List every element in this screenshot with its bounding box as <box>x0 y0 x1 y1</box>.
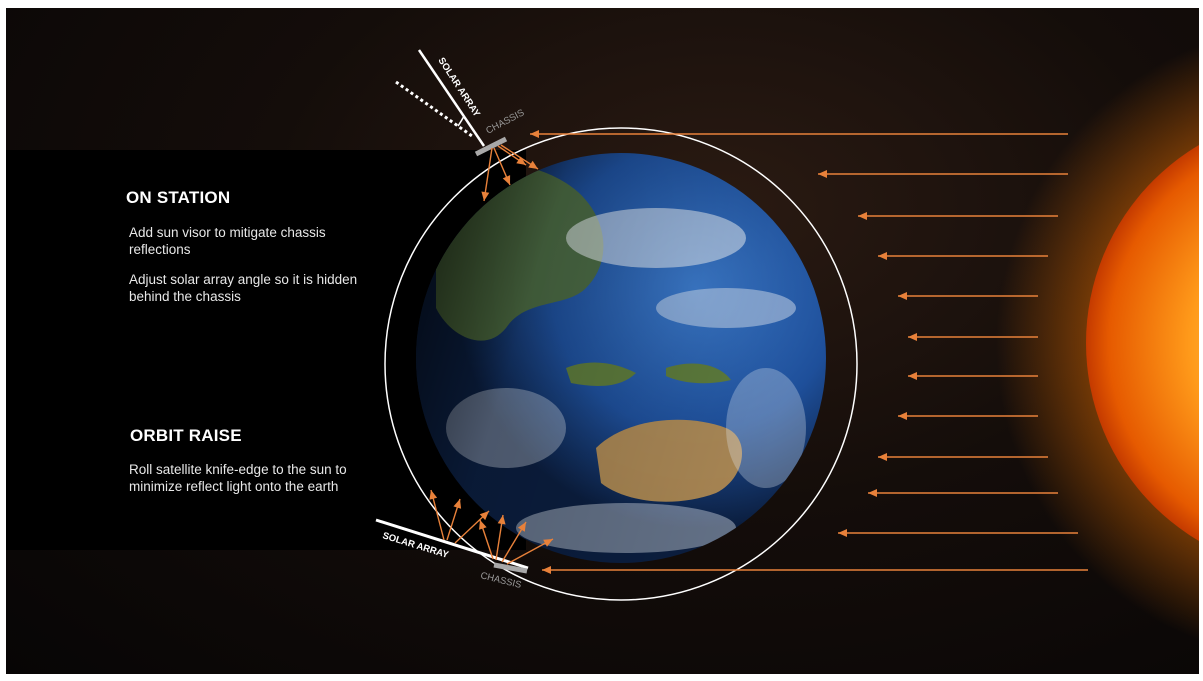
on-station-item-2: Adjust solar array angle so it is hidden… <box>129 272 358 304</box>
reflection-arrow-7 <box>454 510 490 544</box>
sun-ray-arrow-8 <box>898 412 1038 420</box>
reflection-arrows <box>429 144 554 565</box>
top-chassis-body <box>474 136 508 157</box>
sun-ray-arrow-11 <box>838 529 1078 537</box>
sun-ray-arrow-10 <box>868 489 1058 497</box>
reflection-arrow-10 <box>501 521 527 563</box>
earth <box>416 153 826 563</box>
diagram-canvas: SOLAR ARRAY CHASSIS SOLAR ARRAY CHASSIS … <box>6 8 1199 674</box>
sun-ray-arrow-5 <box>898 292 1038 300</box>
reflection-arrow-8 <box>479 519 494 560</box>
bottom-chassis-label: CHASSIS <box>479 570 522 591</box>
orbit-ring <box>384 127 858 601</box>
reflection-arrow-5 <box>429 489 445 541</box>
sun-ray-arrow-1 <box>530 130 1068 138</box>
orbit-raise-item-1: Roll satellite knife-edge to the sun to … <box>129 462 347 494</box>
sun-ray-arrow-12 <box>542 566 1088 574</box>
top-chassis-label: CHASSIS <box>484 107 526 136</box>
reflection-arrow-9 <box>495 514 506 561</box>
diagram-svg: SOLAR ARRAY CHASSIS SOLAR ARRAY CHASSIS <box>6 45 1199 641</box>
sun-ray-arrow-3 <box>858 212 1058 220</box>
sun-ray-arrow-2 <box>818 170 1068 178</box>
sun <box>1086 145 1199 541</box>
sun-ray-arrow-4 <box>878 252 1048 260</box>
top-solar-array-panel <box>417 49 486 147</box>
sun-rays <box>530 130 1088 574</box>
bottom-chassis-body <box>493 562 528 574</box>
reflection-arrow-4 <box>500 144 539 170</box>
sun-ray-arrow-7 <box>908 372 1038 380</box>
reflection-arrow-1 <box>481 147 493 202</box>
on-station-item-1: Add sun visor to mitigate chassis reflec… <box>129 225 326 257</box>
sun-ray-arrow-6 <box>908 333 1038 341</box>
reflection-arrow-2 <box>493 147 511 186</box>
reflection-arrow-11 <box>506 538 554 565</box>
reflection-arrow-3 <box>497 145 527 166</box>
orbit-raise-heading: ORBIT RAISE <box>130 426 242 445</box>
reflection-arrow-6 <box>446 498 462 541</box>
angle-arc <box>457 115 465 127</box>
on-station-heading: ON STATION <box>126 188 231 207</box>
top-satellite: SOLAR ARRAY CHASSIS <box>395 49 526 157</box>
sun-ray-arrow-9 <box>878 453 1048 461</box>
